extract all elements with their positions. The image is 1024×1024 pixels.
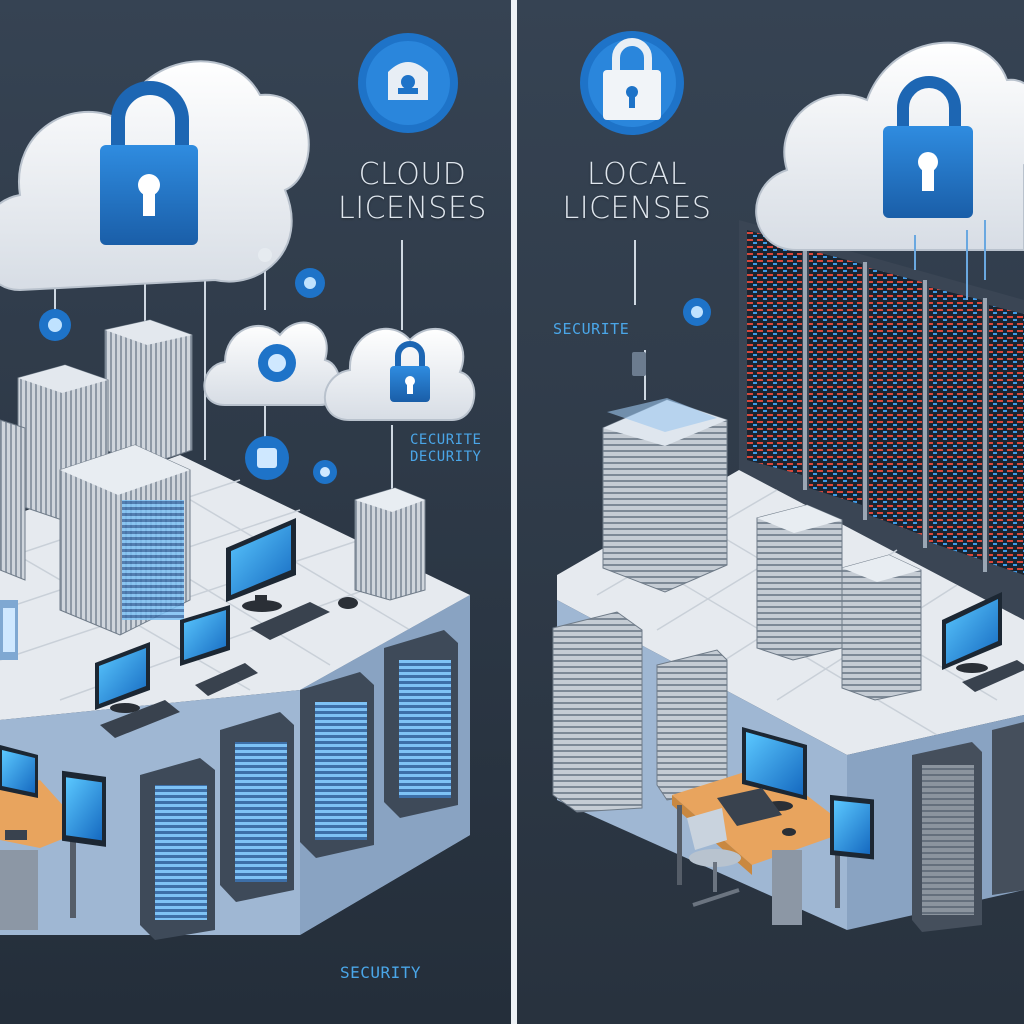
secure-cloud-icon [323,327,476,421]
chair-icon [687,808,741,907]
small-node-icon [632,298,711,376]
server-icon [0,319,426,636]
cloud-licenses-title: CLOUD LICENSES [330,158,495,226]
cloud-licenses-panel: CLOUD LICENSES CECURITE DECURITY SECURIT… [0,0,511,1024]
security-footer-label: SECURITY [340,963,422,982]
local-scene [517,0,1024,1024]
monitor-icon [95,518,296,713]
server-wall [739,220,1024,620]
title-line-2: LICENSES [562,191,712,226]
desk-icon [0,745,106,930]
server-icon [552,398,1024,932]
title-line-2: LICENSES [338,191,487,226]
desk-icon [672,727,874,925]
title-line-1: LOCAL [587,157,687,192]
local-licenses-title: LOCAL LICENSES [557,158,717,226]
panel-divider [511,0,517,1024]
cloud-wires [914,220,986,300]
local-licenses-panel: LOCAL LICENSES SECURITE [517,0,1024,1024]
rack-server-icon [140,630,458,940]
small-badge-icon [245,436,337,484]
padlock-icon [580,31,684,135]
keyboard-icon [100,597,358,738]
badge-line-2: DECURITY [410,449,482,465]
monitor-icon [942,592,1024,692]
small-lock-icon [39,309,71,341]
small-server-icon [0,600,18,660]
badge-line-1: CECURITE [410,432,482,448]
title-line-1: CLOUD [358,157,467,192]
cloud-icon [755,41,1024,251]
cloud-emblem-icon [358,33,458,133]
security-badge-label: CECURITE DECURITY [410,432,481,466]
cloud-scene [0,0,511,1024]
security-badge-label: SECURITE [553,320,630,338]
padlock-icon [100,81,198,245]
small-node-icon [258,248,325,298]
